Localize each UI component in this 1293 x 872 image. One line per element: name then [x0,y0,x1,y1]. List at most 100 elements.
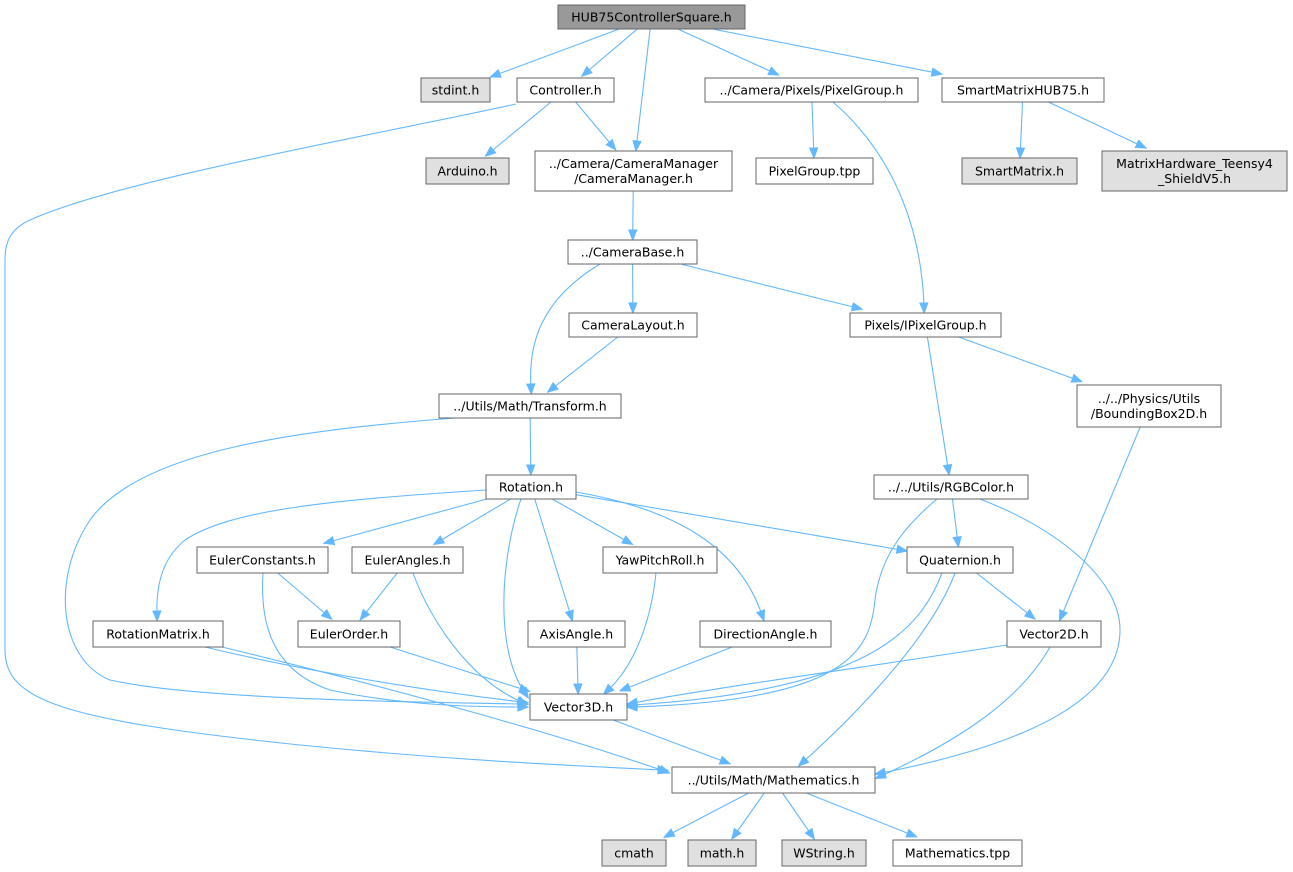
node-box [892,839,1023,867]
node-vector3d[interactable]: Vector3D.h [529,693,628,721]
node-directionangle[interactable]: DirectionAngle.h [699,620,832,648]
node-axisangle[interactable]: AxisAngle.h [527,620,626,648]
arrowhead [662,828,676,838]
node-mathematics[interactable]: ../Utils/Math/Mathematics.h [671,766,876,794]
node-rotation[interactable]: Rotation.h [485,474,577,500]
node-label: stdint.h [432,83,480,98]
arrowhead [1015,147,1026,160]
edge-vector2d-to-mathematics [874,646,1051,780]
edge-boundingbox-to-vector2d [1059,426,1141,622]
node-box [873,474,1029,500]
edge-mathematics-to-mathh [731,792,765,841]
arrowhead [718,755,732,765]
node-box [534,150,733,192]
node-label: /CameraManager.h [574,171,693,186]
node-label: Quaternion.h [919,553,1001,568]
node-label: SmartMatrix.h [975,164,1064,179]
edge-line [806,792,913,836]
edge-quaternion-to-vector2d [976,572,1037,620]
edge-axisangle-to-vector3d [573,646,583,696]
edge-controller-to-mathematics [4,103,670,775]
edge-line [632,572,943,706]
node-quaternion[interactable]: Quaternion.h [906,546,1014,574]
node-smartmatrix[interactable]: SmartMatrix.h [961,157,1078,185]
edge-line [389,646,526,691]
arrowhead [621,535,634,546]
node-mathh[interactable]: math.h [687,839,757,867]
edge-line [530,263,601,389]
node-box [351,546,464,574]
edge-controller-to-cameramanager [575,101,617,151]
node-stdint[interactable]: stdint.h [420,77,491,103]
node-eulerorder[interactable]: EulerOrder.h [297,620,401,648]
edge-eulerconstants-to-eulerorder [277,572,333,621]
node-box [602,546,718,574]
arrowhead [564,609,574,623]
node-box [196,546,329,574]
node-yawpitchroll[interactable]: YawPitchRoll.h [602,546,718,574]
node-ipixelgroup[interactable]: Pixels/IPixelGroup.h [849,312,1002,338]
node-label: /BoundingBox2D.h [1091,406,1207,421]
arrowhead [580,65,593,78]
node-rotationmatrix[interactable]: RotationMatrix.h [92,620,224,648]
edge-camerabase-to-transform [526,263,601,396]
node-controller[interactable]: Controller.h [516,77,615,103]
node-transform[interactable]: ../Utils/Math/Transform.h [438,393,622,419]
edge-line [551,336,619,390]
node-box [755,157,874,185]
node-pixelgrouptpp[interactable]: PixelGroup.tpp [755,157,874,185]
node-hub75[interactable]: HUB75ControllerSquare.h [557,4,746,30]
edge-line [551,498,629,543]
node-arduino[interactable]: Arduino.h [425,157,510,185]
edge-vector2d-to-vector3d [625,644,1008,707]
edge-rotationmatrix-to-vector3d [204,646,530,707]
arrowhead [628,229,638,242]
edge-line [277,572,329,617]
node-boundingbox[interactable]: ../../Physics/Utils/BoundingBox2D.h [1076,384,1222,428]
edge-pixelgroup-to-pixelgrouptpp [808,101,819,160]
node-cmath[interactable]: cmath [601,839,667,867]
edge-line [328,498,488,543]
node-label: SmartMatrixHUB75.h [957,83,1089,98]
arrowhead [152,610,162,623]
node-rgbcolor[interactable]: ../../Utils/RGBColor.h [873,474,1029,500]
node-wstring[interactable]: WString.h [781,839,867,867]
arrowhead [1023,608,1037,620]
arrowhead [808,147,819,160]
arrowhead [1134,139,1148,149]
node-cameramanager[interactable]: ../Camera/CameraManager/CameraManager.h [534,150,733,192]
edge-line [204,646,523,703]
edge-smartmatrixhub75-to-matrixhardware [1048,101,1148,149]
node-matrixhardware[interactable]: MatrixHardware_Teensy4_ShieldV5.h [1101,150,1288,192]
node-box [941,77,1105,103]
arrowhead [605,138,617,151]
node-box [297,620,401,648]
node-cameralayout[interactable]: CameraLayout.h [568,312,698,338]
edge-line [494,28,620,76]
edge-rgbcolor-to-quaternion [951,498,962,549]
node-label: _ShieldV5.h [1157,171,1231,186]
node-eulerconstants[interactable]: EulerConstants.h [196,546,329,574]
arrowhead [1059,609,1068,622]
node-label: AxisAngle.h [540,627,613,642]
edge-vector3d-to-mathematics [613,719,732,765]
arrowhead [525,464,536,477]
edge-line [926,336,949,471]
node-vector2d[interactable]: Vector2D.h [1006,620,1102,648]
edge-line [576,646,579,690]
node-smartmatrixhub75[interactable]: SmartMatrixHUB75.h [941,77,1105,103]
node-box [557,4,746,30]
edge-line [1048,101,1142,147]
node-eulerangles[interactable]: EulerAngles.h [351,546,464,574]
node-camerabase[interactable]: ../CameraBase.h [567,239,698,265]
edge-line [811,101,815,154]
edge-line [734,792,765,836]
edge-line [437,498,511,543]
edge-hub75-to-smartmatrixhub75 [712,28,944,77]
arrowhead [731,827,742,841]
node-pixelgroup[interactable]: ../Camera/Pixels/PixelGroup.h [704,77,919,103]
edges-layer [4,28,1148,841]
node-mathtpp[interactable]: Mathematics.tpp [892,839,1023,867]
edge-directionangle-to-vector3d [618,646,733,692]
arrowhead [658,765,671,775]
